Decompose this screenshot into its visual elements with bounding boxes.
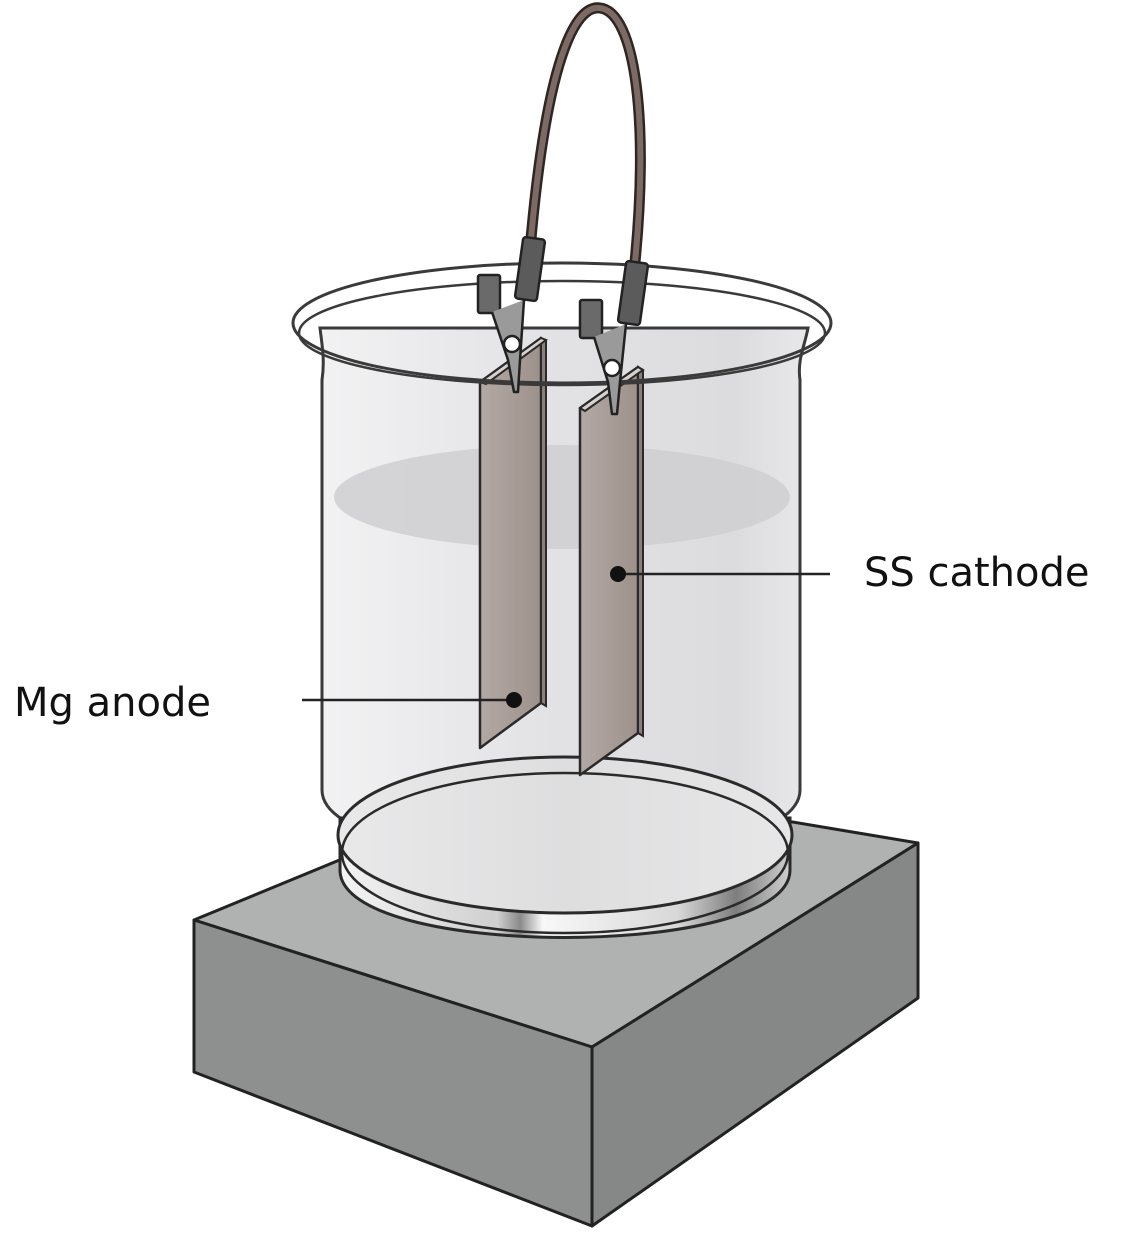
anode-plate-face xyxy=(478,336,543,750)
cathode-clip-sleeve xyxy=(616,259,650,327)
cathode-label: SS cathode xyxy=(864,550,1090,596)
stir-plate-inner-edge xyxy=(340,771,790,935)
cathode-plate-face xyxy=(578,365,640,777)
anode-leader xyxy=(302,692,522,708)
anode-leader-dot xyxy=(506,692,522,708)
beaker xyxy=(318,326,810,859)
mg-anode-plate xyxy=(477,336,549,750)
anode-label: Mg anode xyxy=(14,680,211,726)
anode-plate-edge xyxy=(540,336,547,708)
anode-clip-sleeve xyxy=(513,235,547,303)
cathode-clip-pivot xyxy=(602,358,622,378)
cathode-leader xyxy=(610,566,830,582)
beaker-rim-inner xyxy=(297,279,827,387)
stir-plate xyxy=(336,755,794,939)
beaker-rim-outer xyxy=(291,261,833,385)
anode-alligator-clip xyxy=(476,235,547,394)
anode-clip-pivot xyxy=(502,334,522,354)
liquid-surface xyxy=(334,445,790,549)
connecting-wire xyxy=(524,2,646,278)
base-side-face xyxy=(590,841,920,1228)
cathode-leader-dot xyxy=(610,566,626,582)
cathode-alligator-clip xyxy=(578,259,650,416)
anode-clip-handle xyxy=(476,273,502,315)
connecting-wire-core xyxy=(527,4,644,275)
beaker-rim xyxy=(291,261,833,387)
cathode-plate-edge xyxy=(637,365,644,738)
cathode-clip-handle xyxy=(578,298,604,340)
stir-plate-top xyxy=(336,755,794,915)
